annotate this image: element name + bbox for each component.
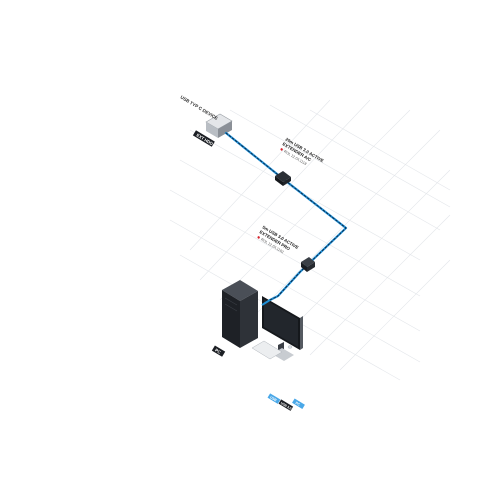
usb-cable [224, 131, 348, 302]
extender-upper-label: 20m USB 3.0 ACTIVE EXTENDER A/C ROL 12.0… [280, 137, 325, 166]
extender-upper-module [275, 171, 291, 186]
legend-item-usb: USB [267, 393, 281, 404]
usb-device-label: USB TYP C DEVICE [179, 95, 218, 121]
legend-item-usb3-text: USB 3.0 [280, 401, 293, 411]
mouse-icon [287, 345, 293, 349]
extender-lower-label: 5m USB 3.0 ACTIVE EXTENDER PRO ROL 12.04… [257, 225, 300, 254]
pc-tag-text: PC [214, 347, 222, 354]
legend-item-usb-text: USB [269, 395, 278, 402]
legend-item-pc-text: PC [295, 401, 302, 407]
legend-item-pc: PC [292, 398, 305, 409]
ext-hdd-tag-text: EXT HDD [196, 133, 214, 147]
extender-upper-part-dot [280, 148, 283, 151]
extender-lower-module [301, 257, 315, 272]
keyboard-icon [251, 340, 283, 360]
pc-tag: PC [211, 345, 226, 357]
cable-to-pc [261, 299, 271, 306]
legend-item-usb3: USB 3.0 [278, 399, 294, 411]
usb-device-icon [205, 113, 233, 138]
extender-lower-part-dot [257, 236, 260, 239]
pc-tower-icon [222, 280, 258, 348]
legend: USB USB 3.0 PC [267, 393, 305, 411]
